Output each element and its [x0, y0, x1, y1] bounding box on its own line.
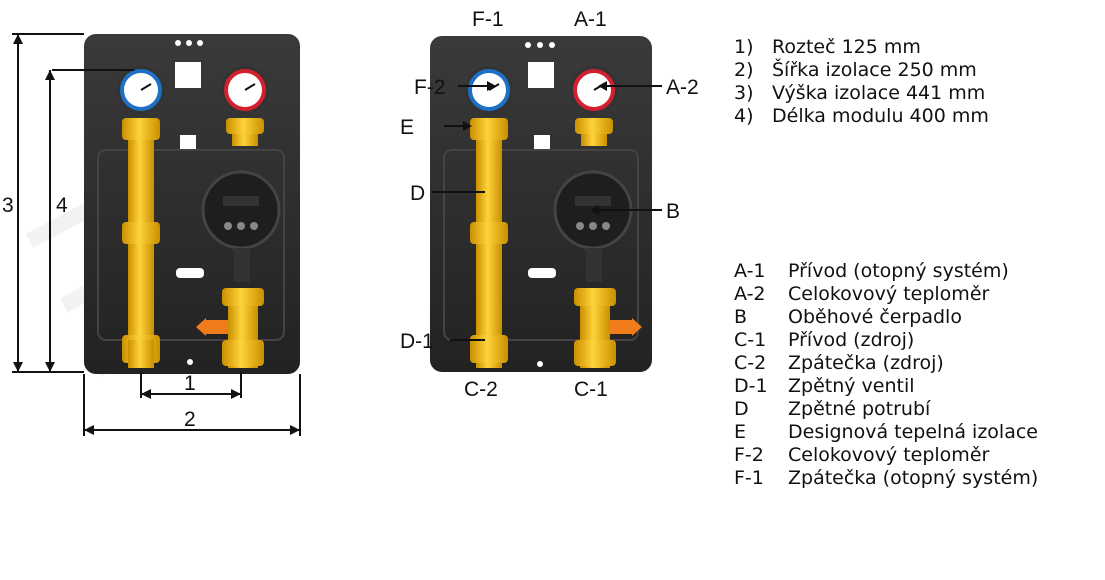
- left-module: [84, 34, 300, 374]
- opening: [175, 62, 201, 88]
- ball-valve-icon: [196, 288, 264, 368]
- label-F-2: F-2: [414, 76, 446, 99]
- label-A-1: A-1: [574, 8, 607, 31]
- label-A-2: A-2: [666, 76, 699, 99]
- label-C-2: C-2: [464, 378, 498, 401]
- thermometer-cold-icon: [465, 66, 513, 114]
- thermometer-hot-icon: [570, 66, 618, 114]
- dimension-lines: [12, 33, 301, 436]
- label-D-1: D-1: [400, 330, 434, 353]
- thermometer-cold-icon: [117, 66, 165, 114]
- label-E: E: [400, 116, 414, 139]
- legend-row: 2)Šířka izolace 250 mm: [734, 59, 977, 81]
- right-module: [430, 36, 652, 372]
- ball-valve-icon: [574, 288, 642, 368]
- dim-label-2: 2: [184, 408, 196, 431]
- dim-label-4: 4: [56, 194, 68, 217]
- legend-row: 3)Výška izolace 441 mm: [734, 82, 986, 104]
- dim-label-1: 1: [184, 372, 196, 395]
- label-D: D: [410, 182, 425, 205]
- legend-row: 1)Rozteč 125 mm: [734, 36, 921, 58]
- label-F-1: F-1: [472, 8, 504, 31]
- label-C-1: C-1: [574, 378, 608, 401]
- dimensions-legend: 1)Rozteč 125 mm 2)Šířka izolace 250 mm 3…: [734, 36, 989, 128]
- legend-row: 4)Délka modulu 400 mm: [734, 105, 989, 127]
- pump-icon: [201, 170, 281, 250]
- thermometer-hot-icon: [221, 66, 269, 114]
- label-B: B: [666, 200, 680, 223]
- callout-lines: [432, 85, 662, 341]
- dim-label-3: 3: [2, 194, 14, 217]
